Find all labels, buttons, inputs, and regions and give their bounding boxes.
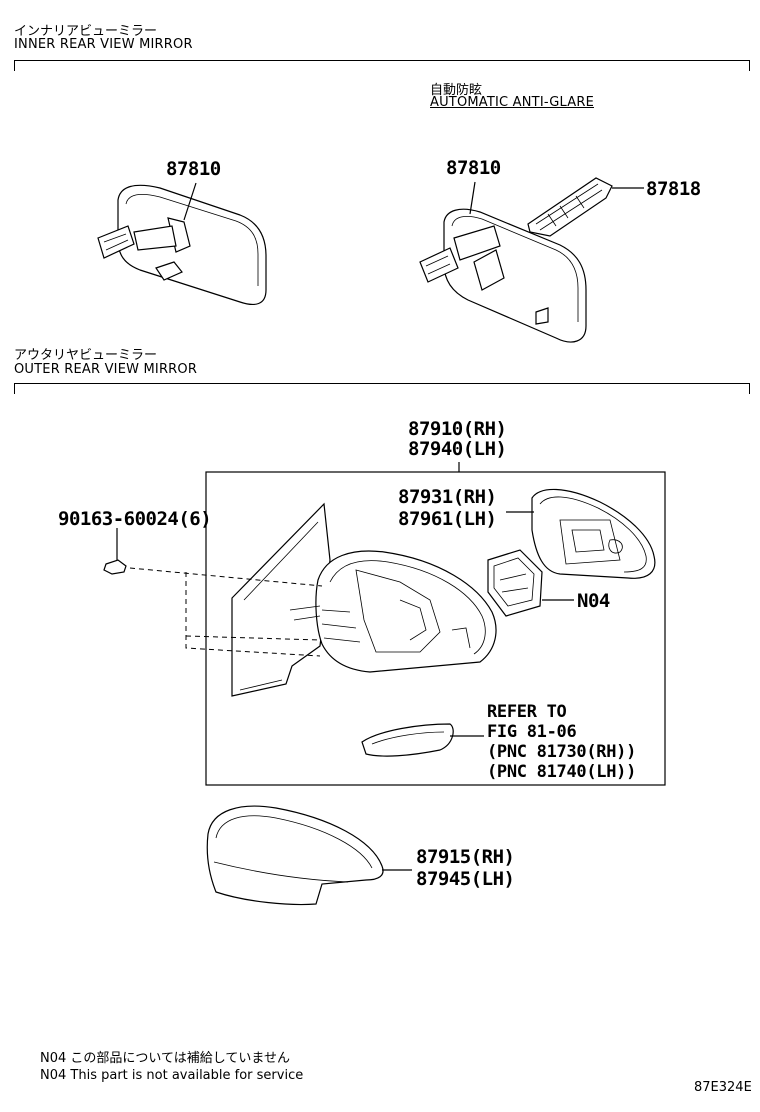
part-motor: N04	[577, 590, 610, 612]
outer-section-title-en: OUTER REAR VIEW MIRROR	[14, 362, 198, 377]
turn-lamp-illustration	[361, 723, 484, 757]
part-outer-assy-rh: 87910(RH)	[408, 418, 507, 440]
part-auto-cover: 87818	[646, 178, 701, 200]
auto-mirror-illustration	[419, 177, 644, 343]
inner-section-title-en: INNER REAR VIEW MIRROR	[14, 37, 193, 52]
outer-section-title-ja: アウタリヤビューミラー	[14, 348, 158, 363]
motor-illustration	[487, 549, 574, 617]
part-cover-lh: 87945(LH)	[416, 868, 515, 890]
auto-glare-title-en: AUTOMATIC ANTI-GLARE	[430, 95, 594, 110]
reference-line-2: FIG 81-06	[487, 722, 577, 742]
part-glass-rh: 87931(RH)	[398, 486, 497, 508]
part-outer-assy-lh: 87940(LH)	[408, 438, 507, 460]
outer-section-bracket	[14, 383, 750, 394]
mirror-glass-illustration	[506, 488, 656, 579]
part-auto-mirror: 87810	[446, 157, 501, 179]
part-glass-lh: 87961(LH)	[398, 508, 497, 530]
part-inner-mirror: 87810	[166, 158, 221, 180]
inner-section-title-ja: インナリアビューミラー	[14, 24, 158, 39]
reference-line-1: REFER TO	[487, 702, 567, 722]
note-ja: N04 この部品については補給していません	[40, 1051, 290, 1066]
reference-line-3: (PNC 81730(RH))	[487, 742, 637, 762]
inner-mirror-illustration	[97, 182, 267, 305]
part-screw: 90163-60024(6)	[58, 508, 212, 530]
figure-code: 87E324E	[694, 1080, 752, 1095]
outer-mirror-illustration	[231, 502, 497, 697]
screw-illustration	[103, 528, 323, 657]
part-cover-rh: 87915(RH)	[416, 846, 515, 868]
inner-section-bracket	[14, 60, 750, 71]
note-en: N04 This part is not available for servi…	[40, 1068, 304, 1083]
auto-glare-title-ja: 自動防眩	[430, 83, 483, 98]
outer-assembly-box	[205, 471, 666, 786]
mirror-cover-illustration	[206, 805, 412, 906]
reference-line-4: (PNC 81740(LH))	[487, 762, 637, 782]
